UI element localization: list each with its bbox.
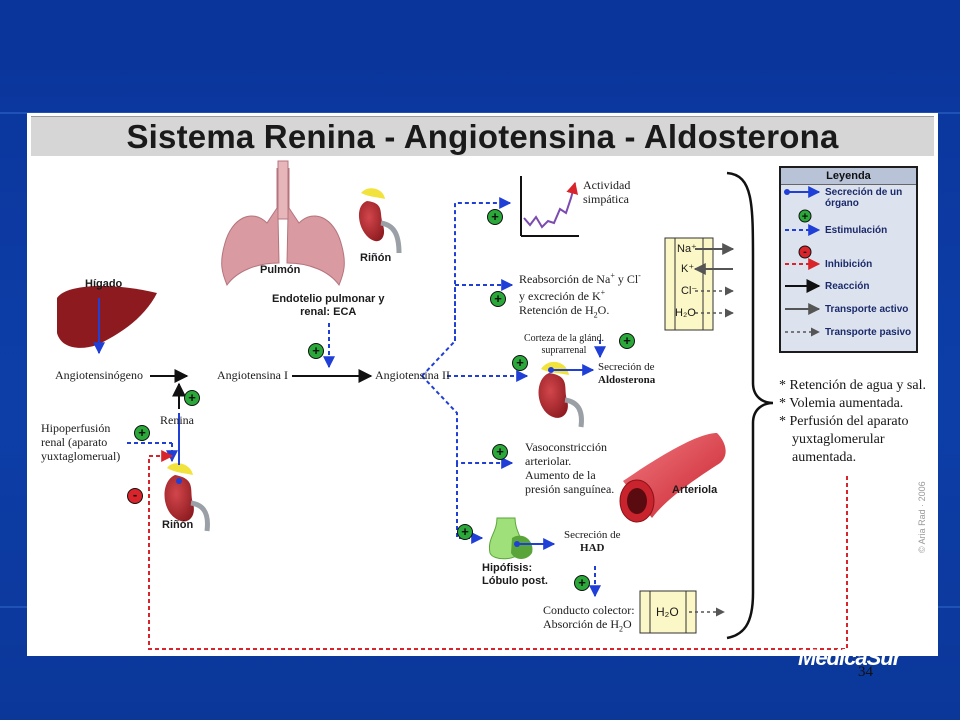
legend-passive-transport: Transporte pasivo [825,327,912,338]
plus-badge-renina: + [184,390,200,406]
diagram-title: Sistema Renina - Angiotensina - Aldoster… [126,118,839,155]
transport-k-label: K⁺ [681,263,695,275]
minus-badge-inhibition: - [127,488,143,504]
plus-badge-aII-vaso: + [492,444,508,460]
angiotensin-1-label: Angiotensina I [217,368,288,382]
legend-organ-secretion: Secreción de un órgano [825,187,903,209]
diagram-graphics [57,160,848,650]
results-list: * Retención de agua y sal. * Volemia aum… [779,377,926,467]
legend-inhibition: Inhibición [825,259,873,270]
result-item: aumentada. [792,450,857,465]
plus-badge-aII-activity: + [487,209,503,225]
plus-badge-eca: + [308,343,324,359]
arteriole-label: Arteriola [672,484,718,496]
renin-label: Renina [160,413,194,427]
kidney-top-label: Riñón [360,252,392,264]
hypoperfusion-label: Hipoperfusión renal (aparato yuxtaglomer… [41,421,121,463]
transport-cl-label: Cl⁻ [681,285,698,297]
had-secretion-label: Secreción de HAD [564,529,621,554]
kidney-bottom-image [164,413,210,532]
reabsorption-label: Reabsorción de Na+ y Cl- y excreción de … [519,271,641,320]
result-item: * Volemia aumentada. [779,396,904,411]
arteriole-image [619,433,726,523]
aldosterone-secretion-label: Secreción de Aldosterona [598,361,656,386]
plus-badge-had: + [574,575,590,591]
collecting-duct-h2o-box [639,590,725,634]
diagram-panel: Sistema Renina - Angiotensina - Aldoster… [27,113,938,656]
copyright-text: © Aria Rad · 2006 [917,481,927,553]
transport-h2o-label: H₂O [675,307,696,319]
result-item: * Perfusión del aparato [779,414,909,429]
sympathetic-activity-chart [520,176,579,237]
pituitary-label: Hipófisis: Lóbulo post. [482,562,548,587]
collecting-duct-label: Conducto colector: Absorción de H2O [543,603,635,634]
transport-na-label: Na⁺ [677,243,697,255]
liver-label: Hígado [85,278,123,290]
lungs-image [221,160,345,287]
result-item: * Retención de agua y sal. [779,378,926,393]
lung-label: Pulmón [260,264,301,276]
results-brace [726,171,774,640]
legend-reaction: Reacción [825,281,870,292]
tubule-transport-box [664,237,735,331]
svg-text:-: - [803,246,807,258]
svg-text:+: + [802,211,808,223]
kidney-top-image [358,188,402,254]
adrenal-gland-image [538,361,595,428]
endothelium-label: Endotelio pulmonar y renal: ECA [272,293,385,318]
legend-stimulation: Estimulación [825,225,888,236]
vasoconstriction-label: Vasoconstricción arteriolar. Aumento de … [525,440,615,496]
page-number: 34 [858,664,873,680]
sympathetic-activity-label: Actividad simpática [583,178,631,206]
legend-title: Leyenda [781,168,916,185]
kidney-bottom-label: Riñón [162,519,194,531]
legend-active-transport: Transporte activo [825,304,909,315]
plus-badge-aII-reabsorption: + [490,291,506,307]
legend-symbols: + - [784,186,821,337]
adrenal-cortex-label: Corteza de la glánd. suprarrenal [524,333,604,356]
duct-h2o-label: H₂O [656,605,679,619]
legend-box: Leyenda + - Secreción de un órgano Estim… [779,166,918,353]
medicasur-logo: MedicaSur [798,645,901,670]
angiotensinogen-label: Angiotensinógeno [55,368,143,382]
plus-badge-aldosterone: + [619,333,635,349]
plus-badge-aII-pituitary: + [457,524,473,540]
title-bar: Sistema Renina - Angiotensina - Aldoster… [31,116,934,156]
plus-badge-aII-adrenal: + [512,355,528,371]
pituitary-image [488,517,556,560]
liver-image [57,286,157,355]
result-item: yuxtaglomerular [792,432,885,447]
plus-badge-hipoperfusion: + [134,425,150,441]
angiotensin-2-label: Angiotensina II [375,368,450,382]
